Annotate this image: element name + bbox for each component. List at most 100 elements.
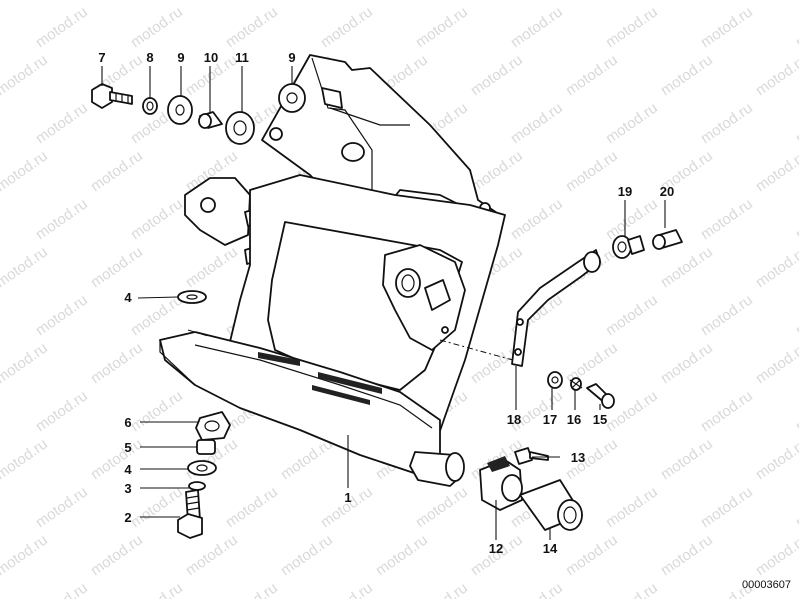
callout-labels: 7 8 9 10 11 9 19 20 4 18 17 16 15 6 5 4 … bbox=[98, 50, 674, 556]
watermark-text: motod.ru bbox=[563, 147, 621, 195]
spacer-5 bbox=[196, 439, 216, 455]
watermark-text: motod.ru bbox=[0, 435, 51, 483]
callout-5: 5 bbox=[124, 440, 131, 455]
callout-13: 13 bbox=[571, 450, 585, 465]
watermark-text: motod.ru bbox=[508, 3, 566, 51]
rod-18 bbox=[511, 249, 601, 367]
watermark-text: motod.ru bbox=[658, 531, 716, 579]
callout-19: 19 bbox=[618, 184, 632, 199]
watermark-text: motod.ru bbox=[183, 243, 241, 291]
callout-20: 20 bbox=[660, 184, 674, 199]
callout-3: 3 bbox=[124, 481, 131, 496]
watermark-text: motod.ru bbox=[318, 579, 376, 599]
sleeve-10 bbox=[198, 111, 223, 129]
screw-13 bbox=[514, 447, 549, 465]
callout-14: 14 bbox=[543, 541, 558, 556]
watermark-text: motod.ru bbox=[698, 483, 756, 531]
watermark-text: motod.ru bbox=[793, 483, 799, 531]
callout-12: 12 bbox=[489, 541, 503, 556]
watermark-text: motod.ru bbox=[128, 483, 186, 531]
callout-15: 15 bbox=[593, 412, 607, 427]
bushing-19 bbox=[612, 235, 645, 259]
callout-4-lower: 4 bbox=[124, 462, 132, 477]
washer-8 bbox=[142, 97, 158, 115]
watermark-text: motod.ru bbox=[0, 147, 51, 195]
callout-16: 16 bbox=[567, 412, 581, 427]
clamp-12 bbox=[479, 456, 523, 511]
callout-9-left: 9 bbox=[177, 50, 184, 65]
watermark-text: motod.ru bbox=[0, 531, 51, 579]
watermark-text: motod.ru bbox=[753, 147, 799, 195]
watermark-text: motod.ru bbox=[563, 51, 621, 99]
watermark-text: motod.ru bbox=[223, 579, 281, 599]
watermark-text: motod.ru bbox=[603, 579, 661, 599]
watermark-text: motod.ru bbox=[753, 531, 799, 579]
watermark-text: motod.ru bbox=[658, 0, 716, 3]
watermark-text: motod.ru bbox=[373, 0, 431, 3]
sleeve-20 bbox=[652, 229, 683, 250]
washer-3 bbox=[188, 481, 206, 491]
watermark-text: motod.ru bbox=[373, 531, 431, 579]
watermark-text: motod.ru bbox=[698, 195, 756, 243]
watermark-text: motod.ru bbox=[753, 435, 799, 483]
watermark-text: motod.ru bbox=[658, 435, 716, 483]
watermark-text: motod.ru bbox=[508, 579, 566, 599]
callout-11: 11 bbox=[235, 50, 249, 65]
watermark-text: motod.ru bbox=[183, 531, 241, 579]
watermark-text: motod.ru bbox=[793, 195, 799, 243]
watermark-text: motod.ru bbox=[183, 0, 241, 3]
callout-10: 10 bbox=[204, 50, 218, 65]
watermark-text: motod.ru bbox=[33, 195, 91, 243]
watermark-text: motod.ru bbox=[278, 435, 336, 483]
watermark-text: motod.ru bbox=[33, 483, 91, 531]
watermark-text: motod.ru bbox=[753, 339, 799, 387]
washer-4-top bbox=[177, 290, 207, 304]
watermark-text: motod.ru bbox=[223, 3, 281, 51]
watermark-text: motod.ru bbox=[88, 339, 146, 387]
bolt-2 bbox=[177, 489, 203, 539]
watermark-text: motod.ru bbox=[698, 387, 756, 435]
watermark-text: motod.ru bbox=[413, 579, 471, 599]
callout-4-top: 4 bbox=[124, 290, 132, 305]
watermark-text: motod.ru bbox=[0, 243, 51, 291]
watermark-text: motod.ru bbox=[793, 291, 799, 339]
watermark-text: motod.ru bbox=[278, 0, 336, 3]
watermark-text: motod.ru bbox=[468, 147, 526, 195]
watermark-text: motod.ru bbox=[793, 3, 799, 51]
watermark-text: motod.ru bbox=[0, 339, 51, 387]
watermark-text: motod.ru bbox=[0, 51, 51, 99]
watermark-text: motod.ru bbox=[753, 51, 799, 99]
watermark-text: motod.ru bbox=[698, 3, 756, 51]
watermark-text: motod.ru bbox=[88, 243, 146, 291]
watermark-text: motod.ru bbox=[793, 99, 799, 147]
watermark-text: motod.ru bbox=[128, 579, 186, 599]
watermark-text: motod.ru bbox=[563, 531, 621, 579]
watermark-text: motod.ru bbox=[88, 0, 146, 3]
callout-8: 8 bbox=[146, 50, 153, 65]
watermark-text: motod.ru bbox=[658, 51, 716, 99]
bushing-11 bbox=[225, 111, 255, 145]
watermark-text: motod.ru bbox=[33, 291, 91, 339]
callout-7: 7 bbox=[98, 50, 105, 65]
watermark-text: motod.ru bbox=[413, 483, 471, 531]
callout-leaders bbox=[101, 66, 666, 540]
callout-17: 17 bbox=[543, 412, 557, 427]
watermark-text: motod.ru bbox=[318, 3, 376, 51]
watermark-text: motod.ru bbox=[223, 483, 281, 531]
washer-9-left bbox=[167, 95, 193, 125]
watermark-text: motod.ru bbox=[413, 3, 471, 51]
watermark-text: motod.ru bbox=[603, 99, 661, 147]
watermark-text: motod.ru bbox=[128, 3, 186, 51]
lockwasher-16 bbox=[569, 377, 583, 391]
document-id: 00003607 bbox=[742, 579, 791, 591]
watermark-text: motod.ru bbox=[128, 195, 186, 243]
screw-15 bbox=[586, 383, 615, 409]
callout-9-right: 9 bbox=[288, 50, 295, 65]
bolt-7 bbox=[91, 83, 133, 109]
watermark-text: motod.ru bbox=[753, 243, 799, 291]
callout-1: 1 bbox=[344, 490, 351, 505]
callout-6: 6 bbox=[124, 415, 131, 430]
watermark-text: motod.ru bbox=[603, 291, 661, 339]
watermark-text: motod.ru bbox=[128, 291, 186, 339]
